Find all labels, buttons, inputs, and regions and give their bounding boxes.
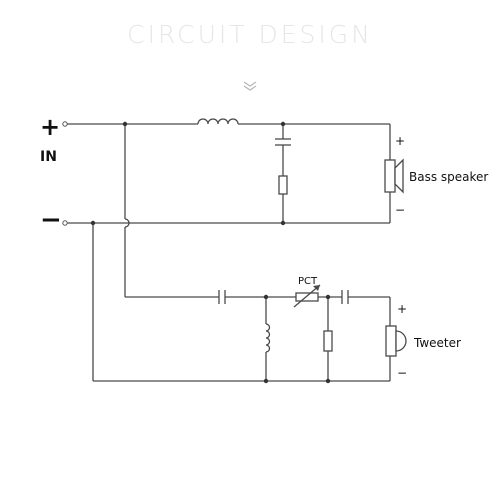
tweeter-plus-sign: + — [397, 302, 407, 316]
tweeter-capacitor-1 — [218, 290, 226, 304]
bass-inductor — [197, 118, 239, 125]
tweeter-label: Tweeter — [413, 336, 461, 350]
input-plus-sign: + — [40, 113, 60, 141]
tweeter-inductor — [265, 323, 271, 353]
ptc-label: PCT — [298, 276, 318, 287]
bass-capacitor — [275, 138, 291, 146]
input-minus-sign: − — [40, 205, 62, 235]
bass-branch-wires — [67, 123, 391, 224]
tweeter-resistor — [323, 330, 333, 352]
tweeter-branch-wires — [93, 296, 391, 382]
double-chevron-down-icon[interactable] — [240, 80, 260, 94]
junction-dots — [90, 121, 331, 384]
input-label: IN — [40, 149, 57, 165]
tweeter-capacitor-2 — [341, 290, 349, 304]
input-minus-terminal — [62, 220, 68, 226]
bass-speaker-icon — [384, 158, 404, 194]
bass-minus-sign: − — [395, 203, 405, 217]
bass-resistor — [278, 175, 288, 195]
tweeter-feed-wires — [92, 124, 130, 381]
page-title: CIRCUIT DESIGN — [127, 20, 373, 49]
bass-speaker-label: Bass speaker — [409, 170, 488, 184]
ptc-thermistor — [293, 284, 321, 308]
input-plus-terminal — [62, 121, 68, 127]
tweeter-minus-sign: − — [397, 366, 407, 380]
bass-plus-sign: + — [395, 134, 405, 148]
tweeter-icon — [385, 325, 407, 357]
